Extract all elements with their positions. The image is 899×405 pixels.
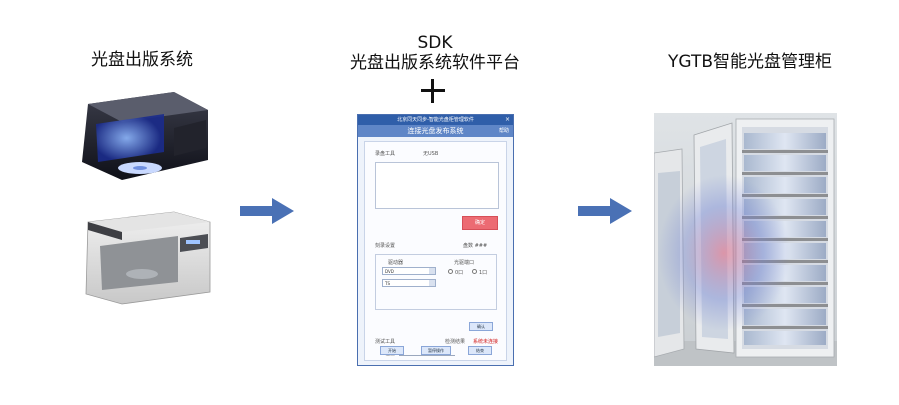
software-window: 北京同天同步-智能光盘柜管理软件 × 连接光盘发布系统 帮助 录盘工具 无USB…: [357, 114, 514, 366]
start-button[interactable]: 开始: [380, 346, 404, 355]
stop-button[interactable]: 结束: [468, 346, 492, 355]
channel-label: 光驱端口: [454, 260, 475, 266]
test-result-label: 检测结果: [445, 339, 466, 345]
disc-cabinet-image: [654, 113, 837, 366]
cabinet-title: YGTB智能光盘管理柜: [668, 52, 832, 72]
option2-label: 1口: [479, 270, 488, 276]
confirm-button[interactable]: 确定: [462, 216, 498, 230]
disc-producer-device-image: [85, 211, 211, 305]
apply-button[interactable]: 确认: [469, 322, 493, 331]
window-header: 连接光盘发布系统 帮助: [358, 125, 513, 137]
position-input[interactable]: [399, 355, 455, 356]
device-count-label: 盘数 ###: [463, 243, 488, 249]
test-tools-label: 测试工具: [375, 339, 396, 345]
drive-group-label: 驱动器: [388, 260, 404, 266]
drive-type-select[interactable]: DVD: [382, 267, 436, 275]
window-caption: 北京同天同步-智能光盘柜管理软件 ×: [358, 115, 513, 125]
device-settings-label: 刻录设置: [375, 243, 396, 249]
window-header-text: 连接光盘发布系统: [407, 127, 464, 135]
pause-button[interactable]: 暂停操作: [421, 346, 451, 355]
option1-label: 0口: [455, 270, 464, 276]
publishing-system-title: 光盘出版系统: [91, 50, 193, 70]
record-tools-label: 录盘工具: [375, 151, 396, 157]
log-textarea[interactable]: [375, 162, 499, 209]
option2-radio[interactable]: [472, 269, 477, 274]
disc-publisher-device-image: [82, 92, 208, 180]
drive-mode-select[interactable]: TS: [382, 279, 436, 287]
arrow-right-icon: [240, 198, 294, 224]
arrow-right-icon: [578, 198, 632, 224]
software-platform-label: 光盘出版系统软件平台: [350, 53, 520, 73]
sdk-title: SDK 光盘出版系统软件平台: [335, 33, 535, 73]
drive-mode-value: TS: [385, 281, 390, 286]
chevron-down-icon: [429, 280, 435, 286]
close-icon[interactable]: ×: [504, 116, 510, 123]
window-caption-text: 北京同天同步-智能光盘柜管理软件: [397, 117, 474, 123]
chevron-down-icon: [429, 268, 435, 274]
sdk-label: SDK: [417, 33, 453, 53]
option1-radio[interactable]: [448, 269, 453, 274]
help-link[interactable]: 帮助: [498, 128, 509, 134]
plus-icon: [421, 79, 445, 103]
status-error-text: 系统未连接: [473, 339, 499, 345]
record-tools-value: 无USB: [423, 151, 439, 157]
window-body: 录盘工具 无USB 确定 刻录设置 盘数 ### 驱动器 光驱端口 DVD TS…: [364, 141, 507, 361]
drive-settings-group: 驱动器 光驱端口 DVD TS 0口 1口: [375, 254, 497, 310]
drive-type-value: DVD: [385, 269, 394, 274]
